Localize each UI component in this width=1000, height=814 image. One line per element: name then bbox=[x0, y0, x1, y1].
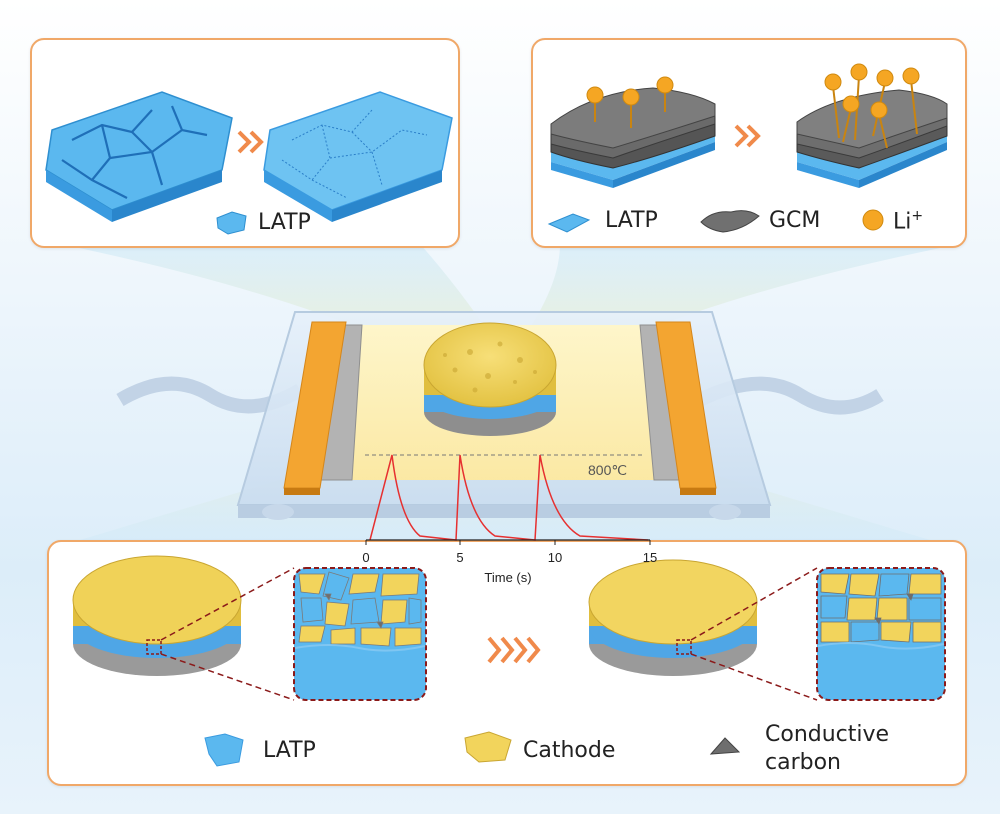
zoom-lines-after bbox=[690, 567, 818, 701]
li-text: Li bbox=[893, 209, 912, 235]
latp-legend-label: LATP bbox=[258, 210, 311, 235]
temperature-label: 800℃ bbox=[588, 462, 627, 478]
cathode-surface bbox=[423, 322, 557, 408]
cathode-pellet-after bbox=[588, 559, 758, 676]
chevron-right-icon bbox=[734, 124, 761, 148]
carbon-legend-label-line2: carbon bbox=[765, 750, 841, 775]
li-legend-label: Li+ bbox=[893, 208, 923, 234]
cathode-legend-label: Cathode bbox=[523, 738, 616, 763]
gcm-coated-latp-before bbox=[550, 87, 716, 188]
zoom-lines-before bbox=[160, 567, 295, 701]
latp-healed-slab bbox=[263, 91, 453, 222]
gcm-legend-icon bbox=[700, 210, 760, 233]
latp-legend-label: LATP bbox=[605, 208, 658, 233]
latp-legend-icon bbox=[204, 733, 244, 767]
latp-cracked-slab bbox=[45, 91, 233, 222]
x-tick-0: 0 bbox=[362, 550, 369, 565]
chevron-right-icon bbox=[487, 636, 541, 664]
pulse-curves bbox=[369, 454, 649, 541]
chevron-right-icon bbox=[237, 130, 264, 154]
li-legend-icon bbox=[862, 209, 884, 231]
interface-zoom-after bbox=[816, 567, 946, 701]
x-axis-label: Time (s) bbox=[484, 570, 531, 585]
carbon-legend-icon bbox=[709, 737, 741, 755]
bottom-legend-icons bbox=[204, 731, 741, 767]
li-ions-after bbox=[824, 63, 920, 149]
li-transport-panel: LATP GCM Li+ bbox=[531, 38, 967, 248]
interface-panel: LATP Cathode Conductive carbon bbox=[47, 540, 967, 786]
latp-legend-icon bbox=[547, 213, 591, 233]
interface-zoom-before bbox=[293, 567, 427, 701]
li-superscript: + bbox=[911, 208, 924, 224]
latp-legend-label: LATP bbox=[263, 738, 316, 763]
grain-boundary-panel: LATP bbox=[30, 38, 460, 248]
cathode-pellet-before bbox=[72, 555, 242, 676]
x-tick-5: 5 bbox=[456, 550, 463, 565]
gcm-legend-label: GCM bbox=[769, 208, 821, 233]
x-tick-15: 15 bbox=[643, 550, 657, 565]
li-ions-before bbox=[586, 76, 674, 128]
carbon-legend-label-line1: Conductive bbox=[765, 722, 890, 747]
latp-legend-icon bbox=[216, 211, 247, 235]
cathode-legend-icon bbox=[464, 731, 512, 763]
legend-icons bbox=[547, 209, 884, 233]
x-tick-10: 10 bbox=[548, 550, 562, 565]
